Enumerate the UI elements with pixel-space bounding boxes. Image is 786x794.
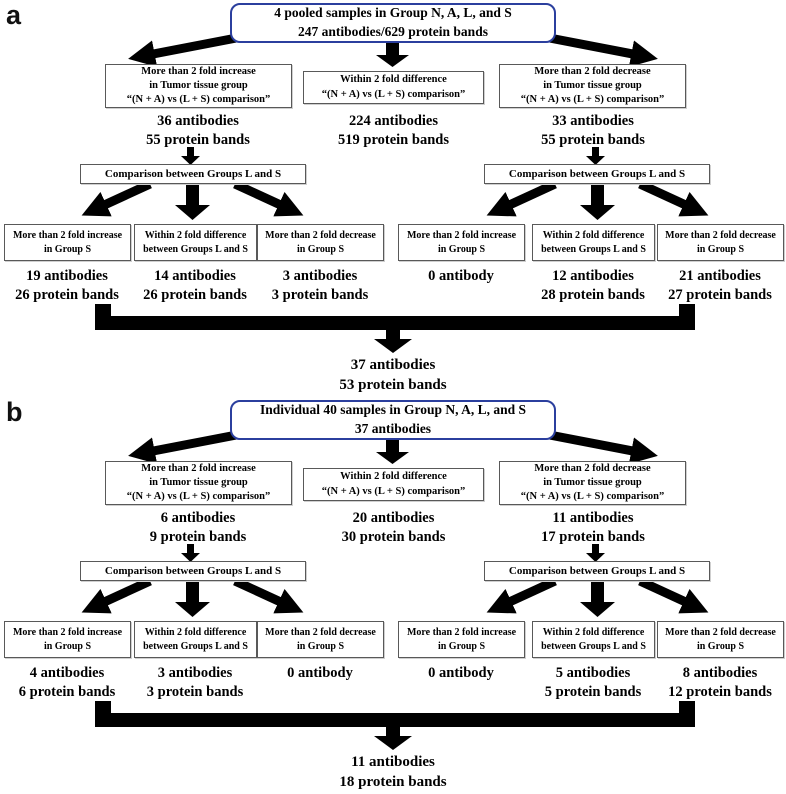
leaf-count-5: 5 antibodies 5 protein bands: [544, 665, 642, 700]
panel-b-label: b: [6, 397, 23, 427]
branch-line: More than 2 fold increase: [141, 65, 256, 77]
arrow-increase-to-comparison: [181, 147, 200, 165]
panel-b-arrows: [81, 427, 709, 750]
root-box: Individual 40 samples in Group N, A, L, …: [230, 400, 556, 440]
leaf-box-5: Within 2 fold difference between Groups …: [532, 224, 655, 261]
leaf-box-1: More than 2 fold increase in Group S: [4, 224, 131, 261]
branch-count-within: 20 antibodies 30 protein bands: [341, 510, 446, 545]
branch-line: in Tumor tissue group: [149, 79, 248, 91]
arrow-comparison-right-to-leaf4: [486, 179, 557, 217]
leaf-count-4: 0 antibody: [428, 268, 494, 284]
leaf-box-6: More than 2 fold decrease in Group S: [657, 224, 784, 261]
total-count: 11 antibodies 18 protein bands: [339, 754, 447, 791]
branch-box-within: Within 2 fold difference “(N + A) vs (L …: [303, 468, 484, 501]
branch-line: “(N + A) vs (L + S) comparison”: [520, 491, 665, 503]
comparison-box-left: Comparison between Groups L and S: [80, 561, 306, 581]
leaf-count-2: 3 antibodies 3 protein bands: [146, 665, 244, 700]
leaf-box-4: More than 2 fold increase in Group S: [398, 224, 525, 261]
branch-line: in Tumor tissue group: [543, 476, 642, 488]
branch-count-decrease: 11 antibodies 17 protein bands: [541, 510, 645, 545]
branch-box-within: Within 2 fold difference “(N + A) vs (L …: [303, 71, 484, 104]
leaf-box-4: More than 2 fold increase in Group S: [398, 621, 525, 658]
leaf-count-4: 0 antibody: [428, 665, 494, 681]
comparison-box-right: Comparison between Groups L and S: [484, 561, 710, 581]
leaf-count-6: 8 antibodies 12 protein bands: [668, 665, 772, 700]
branch-count-increase: 6 antibodies 9 protein bands: [149, 510, 247, 545]
branch-count-increase: 36 antibodies 55 protein bands: [146, 113, 250, 148]
branch-line: in Tumor tissue group: [149, 476, 248, 488]
branch-line: More than 2 fold decrease: [534, 462, 651, 474]
leaf-count-6: 21 antibodies 27 protein bands: [668, 268, 772, 303]
branch-box-decrease: More than 2 fold decrease in Tumor tissu…: [499, 461, 686, 505]
leaf-count-3: 0 antibody: [287, 665, 353, 681]
arrow-comparison-right-to-leaf5: [580, 184, 615, 220]
root-line-2: 37 antibodies: [354, 421, 432, 436]
branch-line: Within 2 fold difference: [340, 471, 447, 483]
merge-bracket: [95, 701, 695, 750]
leaf-box-1: More than 2 fold increase in Group S: [4, 621, 131, 658]
leaf-box-3: More than 2 fold decrease in Group S: [257, 621, 384, 658]
comparison-box-right: Comparison between Groups L and S: [484, 164, 710, 184]
leaf-count-1: 4 antibodies 6 protein bands: [18, 665, 116, 700]
arrow-decrease-to-comparison: [586, 544, 605, 562]
arrow-comparison-right-to-leaf6: [638, 179, 709, 217]
branch-line: in Tumor tissue group: [543, 79, 642, 91]
branch-count-decrease: 33 antibodies 55 protein bands: [541, 113, 645, 148]
branch-line: “(N + A) vs (L + S) comparison”: [126, 491, 271, 503]
root-line-2: 247 antibodies/629 protein bands: [298, 24, 488, 39]
branch-box-increase: More than 2 fold increase in Tumor tissu…: [105, 64, 292, 108]
arrow-comparison-left-to-leaf3: [233, 179, 304, 217]
arrow-decrease-to-comparison: [586, 147, 605, 165]
panel-b: b: [0, 397, 786, 794]
arrow-comparison-right-to-leaf4: [486, 576, 557, 614]
leaf-box-2: Within 2 fold difference between Groups …: [134, 621, 257, 658]
branch-box-increase: More than 2 fold increase in Tumor tissu…: [105, 461, 292, 505]
total-count: 37 antibodies 53 protein bands: [339, 357, 447, 394]
comparison-box-left: Comparison between Groups L and S: [80, 164, 306, 184]
arrow-comparison-left-to-leaf3: [233, 576, 304, 614]
branch-line: “(N + A) vs (L + S) comparison”: [321, 485, 466, 497]
branch-line: More than 2 fold increase: [141, 462, 256, 474]
branch-line: Within 2 fold difference: [340, 74, 447, 86]
arrow-increase-to-comparison: [181, 544, 200, 562]
panel-a-arrows: [81, 30, 709, 353]
arrow-comparison-right-to-leaf5: [580, 581, 615, 617]
arrow-comparison-left-to-leaf2: [175, 184, 210, 220]
branch-line: “(N + A) vs (L + S) comparison”: [126, 94, 271, 106]
arrow-comparison-right-to-leaf6: [638, 576, 709, 614]
branch-count-within: 224 antibodies 519 protein bands: [338, 113, 449, 148]
leaf-count-2: 14 antibodies 26 protein bands: [143, 268, 247, 303]
panel-a-label: a: [6, 0, 22, 30]
root-box: 4 pooled samples in Group N, A, L, and S…: [230, 3, 556, 43]
leaf-box-3: More than 2 fold decrease in Group S: [257, 224, 384, 261]
arrow-comparison-left-to-leaf1: [81, 576, 152, 614]
root-line-1: Individual 40 samples in Group N, A, L, …: [259, 402, 527, 418]
arrow-root-to-within: [376, 437, 409, 464]
branch-line: “(N + A) vs (L + S) comparison”: [520, 94, 665, 106]
branch-box-decrease: More than 2 fold decrease in Tumor tissu…: [499, 64, 686, 108]
arrow-root-to-within: [376, 40, 409, 67]
branch-line: More than 2 fold decrease: [534, 65, 651, 77]
branch-line: “(N + A) vs (L + S) comparison”: [321, 88, 466, 100]
root-line-1: 4 pooled samples in Group N, A, L, and S: [274, 5, 512, 21]
leaf-box-5: Within 2 fold difference between Groups …: [532, 621, 655, 658]
arrow-comparison-left-to-leaf1: [81, 179, 152, 217]
leaf-count-1: 19 antibodies 26 protein bands: [15, 268, 119, 303]
panel-a: a: [4, 0, 784, 394]
merge-bracket: [95, 304, 695, 353]
leaf-count-5: 12 antibodies 28 protein bands: [541, 268, 645, 303]
leaf-box-2: Within 2 fold difference between Groups …: [134, 224, 257, 261]
leaf-box-6: More than 2 fold decrease in Group S: [657, 621, 784, 658]
leaf-count-3: 3 antibodies 3 protein bands: [271, 268, 369, 303]
arrow-comparison-left-to-leaf2: [175, 581, 210, 617]
